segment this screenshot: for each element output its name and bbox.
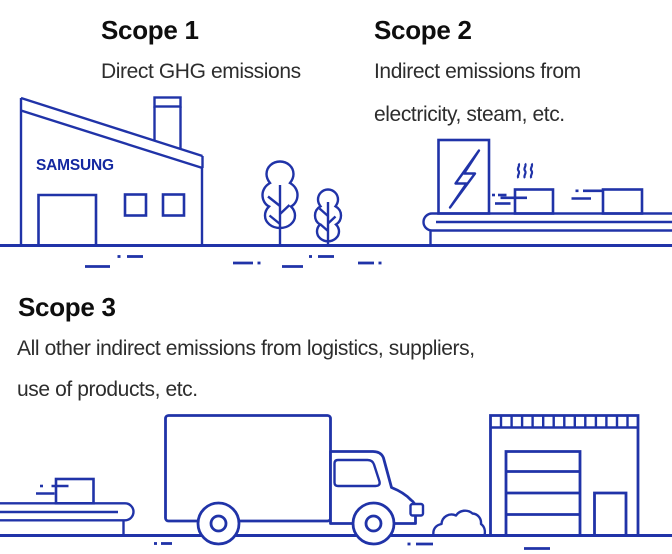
warehouse-icon (489, 414, 640, 536)
steam-box-icon (492, 162, 555, 215)
road-dashes-top (85, 255, 382, 268)
scope1-description: Direct GHG emissions (101, 60, 301, 83)
scope2-description-line2: electricity, steam, etc. (374, 103, 565, 126)
tree-icon (261, 160, 299, 247)
conveyor-icon (0, 502, 135, 536)
factory-door-icon (37, 193, 98, 246)
electricity-panel-icon (437, 138, 491, 215)
road-dashes-bottom (154, 542, 550, 550)
truck-icon (164, 414, 425, 525)
bush-icon (432, 509, 487, 536)
box-icon (571, 188, 644, 215)
motion-lines (36, 484, 69, 495)
warehouse-parapet-windows (499, 415, 629, 428)
factory-icon (19, 96, 204, 246)
conveyor-icon (422, 212, 672, 246)
lightning-bolt-icon (448, 149, 481, 209)
scope2-description-line1: Indirect emissions from (374, 60, 581, 83)
side-door-icon (593, 491, 628, 536)
roller-door-icon (504, 450, 582, 536)
motion-lines (492, 193, 527, 205)
tree-icon (313, 188, 343, 247)
wheel-icon (196, 501, 241, 546)
wheel-icon (351, 501, 396, 546)
truck-cargo-box (164, 414, 332, 523)
scope2-heading: Scope 2 (374, 15, 472, 45)
chimney-icon (153, 96, 182, 108)
scope3-description-line2: use of products, etc. (17, 378, 198, 401)
scope3-heading: Scope 3 (18, 292, 116, 322)
truck-headlight-icon (409, 502, 425, 517)
factory-window-icon (161, 193, 186, 217)
truck-window (333, 458, 381, 488)
samsung-logo: SAMSUNG (36, 157, 114, 174)
box-icon (36, 477, 95, 505)
scope1-heading: Scope 1 (101, 15, 199, 45)
scope3-description-line1: All other indirect emissions from logist… (17, 337, 475, 360)
factory-window-icon (123, 193, 148, 217)
motion-lines (571, 189, 603, 200)
steam-icon (516, 162, 534, 179)
